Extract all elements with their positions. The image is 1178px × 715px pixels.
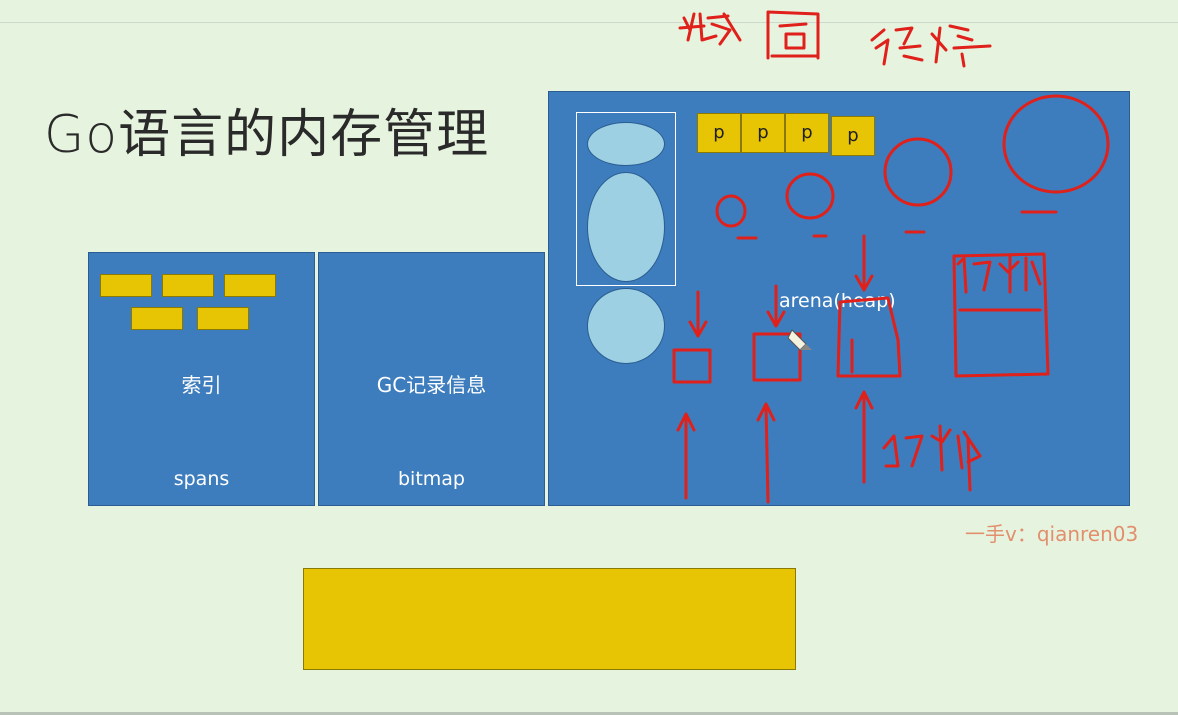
p-box: p (741, 113, 785, 153)
span-block (131, 307, 183, 330)
span-block (162, 274, 214, 297)
small-ellipse (587, 122, 665, 166)
spans-index-label: 索引 (181, 373, 222, 397)
p-box: p (697, 113, 741, 153)
ellipse-group-outline (576, 112, 676, 286)
span-block (100, 274, 152, 297)
span-block (197, 307, 249, 330)
p-box: p (785, 113, 829, 153)
spans-panel: 索引 spans (88, 252, 315, 506)
top-divider (0, 22, 1178, 23)
span-block (224, 274, 276, 297)
pen-cursor-icon (787, 329, 812, 351)
spans-label: spans (173, 468, 230, 490)
p-box: p (831, 116, 875, 156)
bitmap-panel: GC记录信息 bitmap (318, 252, 545, 506)
bitmap-label: bitmap (397, 468, 465, 490)
slide-title: Go语言的内存管理 (44, 105, 490, 165)
tall-ellipse (587, 172, 665, 282)
watermark-text: 一手v：qianren03 (965, 522, 1139, 546)
yellow-memory-block (303, 568, 796, 670)
gc-info-label: GC记录信息 (376, 373, 487, 397)
bottom-divider (0, 712, 1178, 715)
arena-label: arena(heap) (779, 290, 896, 312)
round-ellipse (587, 288, 665, 364)
arena-panel: p p p p arena(heap) (548, 91, 1130, 506)
